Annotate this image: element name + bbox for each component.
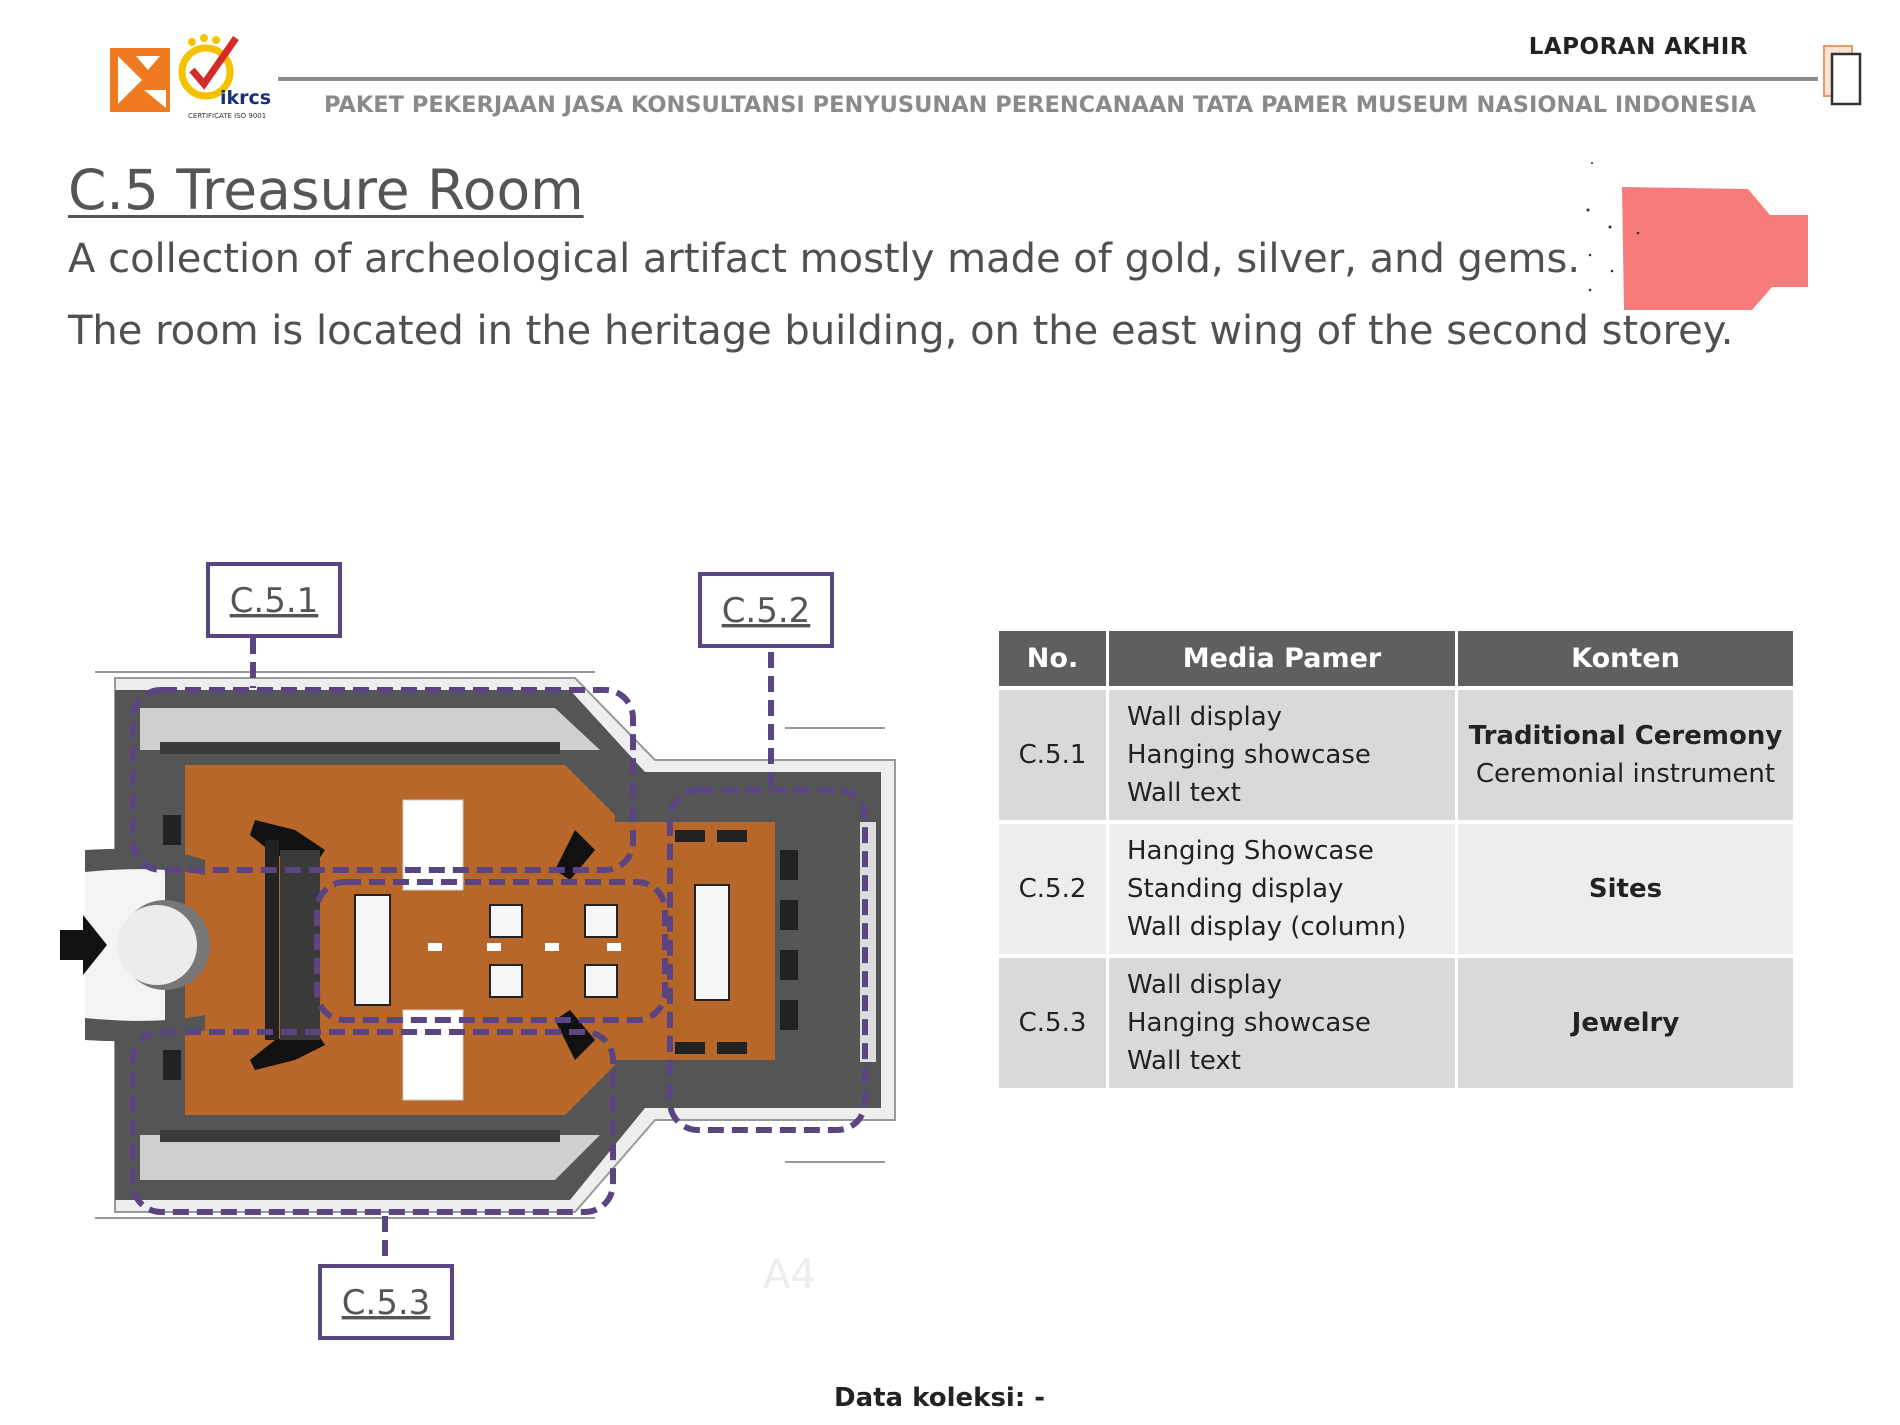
logo-brand-text: ikrcs [220,87,271,109]
table-header-row: No. Media Pamer Konten [999,631,1793,686]
zone-c-5-2-outline [667,787,868,1133]
svg-text:C.5.2: C.5.2 [722,591,811,631]
logo-mark-icon [110,48,170,112]
location-key-map [1586,162,1808,310]
zone-c-5-1-core-outline [314,879,668,1023]
table-row: C.5.3 Wall display Hanging showcase Wall… [999,958,1793,1088]
media-item: Wall text [1127,778,1242,808]
floor-plan: C.5.1 C.5.2 C.5.3 [60,562,896,1340]
room-floor [185,765,775,1115]
column-header-no: No. [999,631,1106,686]
content-main: Sites [1588,874,1663,904]
media-item: Wall text [1127,1046,1242,1076]
project-label: PAKET PEKERJAAN JASA KONSULTANSI PENYUSU… [324,92,1757,118]
content-cell: Sites [1458,824,1793,954]
zone-c-5-1-outline [130,687,636,873]
row-number: C.5.2 [999,824,1106,954]
company-logo: ikrcs CERTIFICATE ISO 9001 [110,34,271,120]
svg-text:C.5.3: C.5.3 [342,1283,431,1323]
key-map-dots [1586,162,1614,292]
content-main: Jewelry [1571,1008,1680,1038]
content-sub: Ceremonial instrument [1475,759,1776,789]
room-location-description: The room is located in the heritage buil… [68,308,1734,354]
zone-c-5-3-outline [130,1029,616,1215]
page-corner-icon [1823,45,1862,106]
row-number: C.5.3 [999,958,1106,1088]
zone-label-c-5-3: C.5.3 [318,1264,454,1340]
room-description: A collection of archeological artifact m… [68,236,1581,282]
checkmark-icon [178,34,239,100]
media-item: Hanging showcase [1127,1008,1371,1038]
logo-cert-text: CERTIFICATE ISO 9001 [188,112,266,120]
row-number: C.5.1 [999,690,1106,820]
zone-label-c-5-1: C.5.1 [206,562,342,638]
table-row: C.5.1 Wall display Hanging showcase Wall… [999,690,1793,820]
exhibit-table: No. Media Pamer Konten C.5.1 Wall displa… [996,627,1796,1092]
content-cell: Traditional Ceremony Ceremonial instrume… [1458,690,1793,820]
report-label: LAPORAN AKHIR [1528,34,1748,60]
zone-label-c-5-2: C.5.2 [698,572,834,648]
collection-data-note: Data koleksi: - [834,1383,1046,1413]
entrance-arrow-icon [60,915,107,975]
media-list: Wall display Hanging showcase Wall text [1109,958,1455,1088]
media-item: Wall display (column) [1127,912,1407,942]
zone-outlines [130,638,868,1270]
media-item: Wall display [1127,702,1283,732]
media-list: Wall display Hanging showcase Wall text [1109,690,1455,820]
svg-text:C.5.1: C.5.1 [230,581,319,621]
column-header-media-pamer: Media Pamer [1109,631,1455,686]
column-header-konten: Konten [1458,631,1793,686]
treasure-room-highlight [1622,187,1808,310]
page-title: C.5 Treasure Room [68,158,584,222]
media-list: Hanging Showcase Standing display Wall d… [1109,824,1455,954]
table-row: C.5.2 Hanging Showcase Standing display … [999,824,1793,954]
header-divider [278,77,1818,81]
media-item: Wall display [1127,970,1283,1000]
media-item: Hanging showcase [1127,740,1371,770]
sheet-watermark: A4 [763,1252,816,1298]
media-item: Hanging Showcase [1127,836,1374,866]
wall-display-ledges [140,708,876,1180]
content-main: Traditional Ceremony [1468,721,1783,751]
content-cell: Jewelry [1458,958,1793,1088]
media-item: Standing display [1127,874,1344,904]
